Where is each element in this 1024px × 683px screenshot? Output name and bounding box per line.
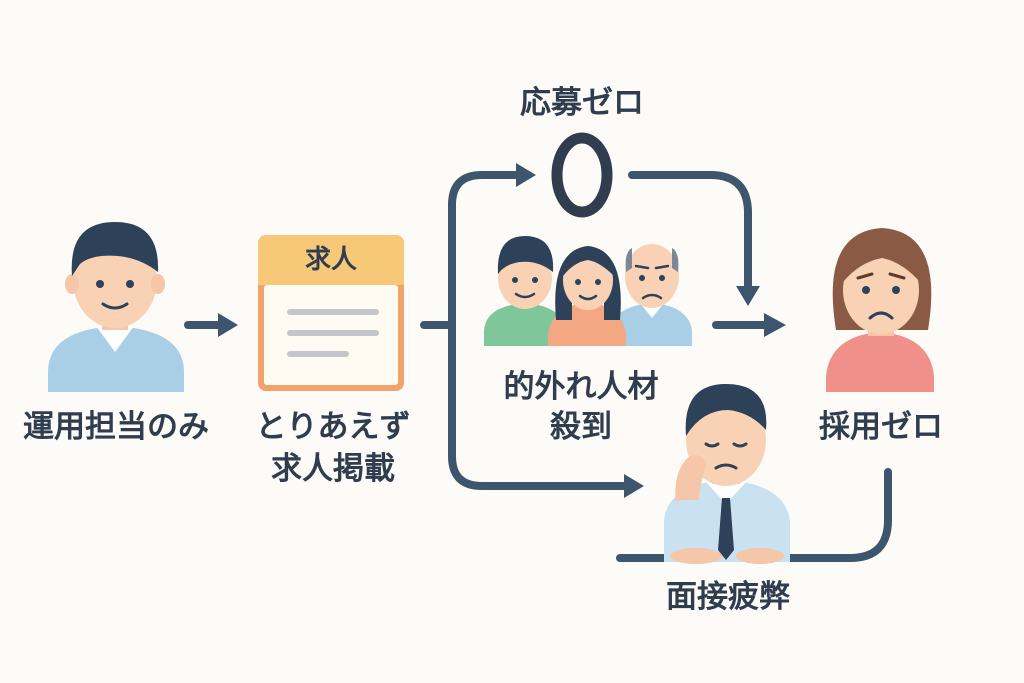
arrow-posting-to-interview-fatigue [448,321,632,490]
arrowhead-mismatch-to-hires [764,313,786,337]
interview-fatigue-label: 面接疲弊 [666,579,790,615]
sad-woman-icon [826,228,934,392]
arrowhead-to-zero [516,163,536,187]
operator-only-label: 運用担当のみ [23,409,209,445]
job-card-title: 求人 [304,245,357,275]
candidate-older-man-icon [610,244,692,346]
arrow-fatigue-loop [616,468,892,562]
arrowhead-operator-to-posting [218,313,238,337]
tired-man-icon [664,384,790,564]
arrowhead-zero-down [736,286,760,306]
operator-person-icon [48,222,184,392]
arrow-zero-to-hires [628,171,752,294]
job-posting-card [258,235,404,391]
mismatch-label-line2: 殺到 [550,409,612,445]
candidate-woman-icon [548,246,626,346]
zero-hires-label: 採用ゼロ [819,409,943,445]
candidate-young-man-icon [484,236,566,346]
zero-digit-mark [551,132,613,218]
arrowhead-to-fatigue [624,474,644,498]
zero-applicants-title: 応募ゼロ [520,85,644,121]
post-job-label-line2: 求人掲載 [271,451,395,487]
flow-arrows [184,163,892,562]
mismatch-label-line1: 的外れ人材 [503,369,659,405]
post-job-label-line1: とりあえず [255,409,411,445]
arrow-posting-to-zero-applicants [420,171,524,329]
mismatch-candidates-icon [484,236,692,346]
